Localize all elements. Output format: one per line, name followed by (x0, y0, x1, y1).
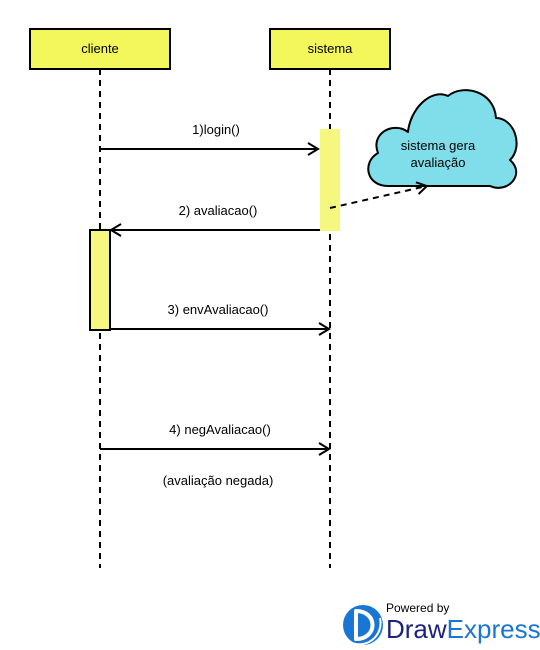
cloud-note: sistema gera avaliação (367, 89, 518, 189)
negated-note: (avaliação negada) (163, 473, 274, 488)
participant-cliente-label: cliente (81, 41, 119, 56)
activation-cliente (89, 229, 111, 331)
powered-by-text: Powered by (386, 601, 449, 615)
brand-part-draw: Draw (386, 614, 447, 644)
brand-part-express: Express (447, 614, 540, 644)
participant-sistema-label: sistema (308, 41, 354, 56)
drawexpress-logo: Powered by DrawExpress (343, 601, 540, 646)
message-3-label: 3) envAvaliacao() (168, 302, 269, 317)
cloud-line1: sistema gera (401, 138, 476, 153)
activation-sistema (320, 129, 340, 231)
cloud-connector-arrow (329, 181, 429, 209)
message-2-label: 2) avaliacao() (179, 203, 258, 218)
message-1-label: 1)login() (192, 122, 240, 137)
brand-name: DrawExpress (386, 614, 540, 644)
participant-cliente: cliente (29, 28, 171, 70)
message-4-label: 4) negAvaliacao() (169, 422, 271, 437)
drawexpress-logo-icon (343, 605, 383, 646)
cloud-line2: avaliação (411, 155, 466, 170)
participant-sistema: sistema (269, 28, 391, 70)
